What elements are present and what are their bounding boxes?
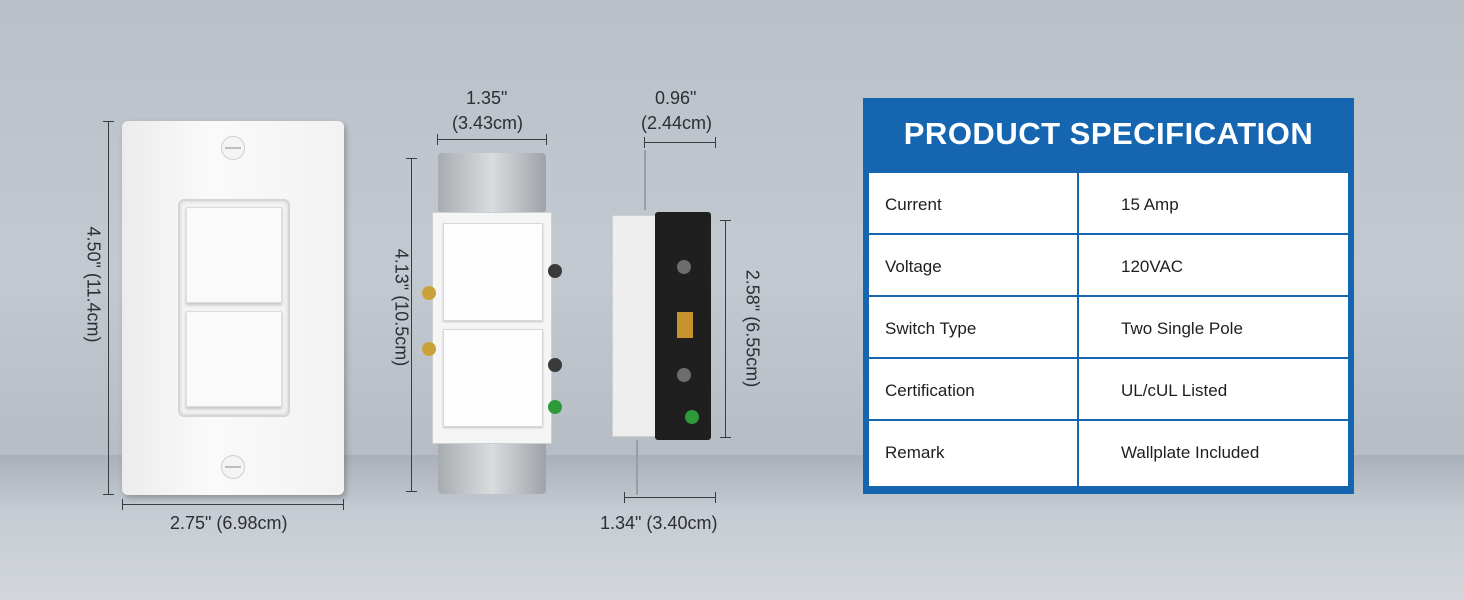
spec-column-divider [1077, 173, 1079, 486]
switch-height-tick-top [406, 158, 417, 159]
side-screw-icon [677, 368, 691, 382]
spec-value: 15 Amp [1121, 195, 1179, 214]
spec-row: Remark Wallplate Included [869, 421, 1348, 486]
switch-rocker-top [443, 223, 543, 321]
side-depth-inch-label: 0.96" [655, 88, 697, 108]
spec-table: Current 15 Amp Voltage 120VAC Switch Typ… [869, 173, 1348, 486]
side-width-label: 1.34" (3.40cm) [600, 513, 718, 533]
switch-rocker-bottom [443, 329, 543, 427]
side-strap-top [644, 150, 646, 210]
black-terminal-icon [548, 264, 562, 278]
brass-terminal-icon [422, 342, 436, 356]
switch-width-tick-right [546, 134, 547, 145]
side-depth-cm-label: (2.44cm) [641, 113, 713, 133]
switch-body-front [432, 212, 552, 444]
screw-icon [221, 136, 245, 160]
side-height-label: 2.58" (6.55cm) [742, 269, 763, 388]
spec-value: Two Single Pole [1121, 319, 1243, 338]
brass-terminal-icon [422, 286, 436, 300]
side-screw-icon [677, 260, 691, 274]
side-ground-screw-icon [685, 410, 699, 424]
spec-row: Certification UL/cUL Listed [869, 359, 1348, 421]
side-height-tick-top [720, 220, 731, 221]
switch-side-black [655, 212, 711, 440]
switch-width-inch-label: 1.35" [466, 88, 508, 108]
plate-width-label: 2.75" (6.98cm) [170, 513, 288, 533]
mounting-strap-top [438, 153, 546, 213]
black-terminal-icon [548, 358, 562, 372]
plate-height-tick-bottom [103, 494, 114, 495]
plate-width-tick-left [122, 499, 123, 510]
side-width-tick-right [715, 492, 716, 503]
spec-value: 120VAC [1121, 257, 1184, 276]
plate-height-label: 4.50" (11.4cm) [83, 226, 104, 343]
spec-row: Voltage 120VAC [869, 235, 1348, 297]
side-width-line [624, 497, 716, 498]
spec-panel: PRODUCT SPECIFICATION Current 15 Amp Vol… [863, 98, 1354, 494]
spec-row: Current 15 Amp [869, 173, 1348, 235]
switch-width-cm-label: (3.43cm) [452, 113, 524, 133]
side-height-tick-bottom [720, 437, 731, 438]
spec-title: PRODUCT SPECIFICATION [903, 116, 1314, 151]
switch-height-line [411, 158, 412, 492]
ground-terminal-icon [548, 400, 562, 414]
side-plate [677, 312, 693, 338]
mounting-strap-bottom [438, 440, 546, 494]
plate-height-line [108, 121, 109, 495]
side-depth-tick-left [644, 137, 645, 148]
spec-label: Certification [885, 381, 975, 400]
rocker-frame [178, 199, 290, 417]
side-strap-bottom [636, 440, 638, 495]
rocker-bottom [186, 311, 282, 407]
wallplate [122, 121, 344, 495]
switch-width-tick-left [437, 134, 438, 145]
rocker-top [186, 207, 282, 303]
spec-label: Current [885, 195, 942, 214]
switch-height-label: 4.13" (10.5cm) [391, 248, 412, 367]
side-depth-tick-right [715, 137, 716, 148]
spec-label: Voltage [885, 257, 942, 276]
plate-width-line [122, 504, 344, 505]
spec-value: UL/cUL Listed [1121, 381, 1228, 400]
spec-label: Switch Type [885, 319, 977, 338]
side-depth-line [644, 142, 716, 143]
spec-row: Switch Type Two Single Pole [869, 297, 1348, 359]
plate-height-tick-top [103, 121, 114, 122]
spec-label: Remark [885, 443, 945, 462]
screw-icon [221, 455, 245, 479]
plate-width-tick-right [343, 499, 344, 510]
side-width-tick-left [624, 492, 625, 503]
switch-width-line [437, 139, 547, 140]
switch-height-tick-bottom [406, 491, 417, 492]
spec-value: Wallplate Included [1121, 443, 1260, 462]
side-height-line [725, 220, 726, 438]
